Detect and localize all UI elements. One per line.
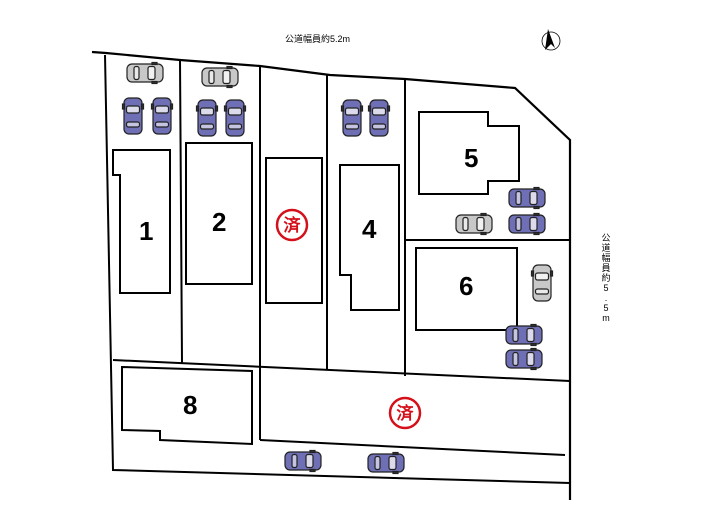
- north-arrow-icon: [541, 29, 561, 51]
- car-icon: [367, 451, 405, 475]
- car-icon: [367, 99, 391, 137]
- east-road-label-char: 約: [601, 272, 610, 283]
- east-road-label-char: 幅: [601, 252, 610, 263]
- east-road-label-char: 5: [603, 283, 608, 293]
- car-icon: [455, 212, 493, 236]
- lot-number-4: 4: [362, 214, 377, 244]
- lot-number-8: 8: [183, 390, 197, 420]
- car-icon: [121, 97, 145, 135]
- svg-text:済: 済: [284, 215, 302, 236]
- car-icon: [505, 347, 543, 371]
- car-icon: [223, 99, 247, 137]
- north-road-label: 公道幅員約5.2m: [285, 33, 350, 44]
- car-icon: [508, 212, 546, 236]
- car-icon: [340, 99, 364, 137]
- car-icon: [505, 323, 543, 347]
- lot-number-2: 2: [212, 207, 226, 237]
- car-icon: [201, 65, 239, 89]
- car-icon: [530, 264, 554, 302]
- car-icon: [284, 449, 322, 473]
- lot-number-1: 1: [139, 216, 153, 246]
- east-road-label-char: m: [602, 313, 610, 323]
- lot-number-6: 6: [459, 271, 473, 301]
- building-lot-2: [185, 142, 253, 285]
- car-icon: [508, 186, 546, 210]
- lot-number-5: 5: [464, 143, 478, 173]
- sold-stamp-lot-7: 済: [388, 396, 422, 430]
- east-road-label: 公道幅員約5.5m: [601, 233, 610, 323]
- car-icon: [150, 97, 174, 135]
- east-road-label-char: 公: [601, 233, 610, 243]
- east-road-label-char: 道: [601, 242, 610, 253]
- sold-stamp-lot-3: 済: [275, 208, 309, 242]
- lot-divisions: [104, 54, 571, 484]
- svg-text:済: 済: [397, 403, 415, 424]
- building-lot-4: [339, 164, 400, 311]
- building-lot-5: [418, 111, 520, 195]
- car-icon: [195, 99, 219, 137]
- building-footprints: [112, 111, 520, 446]
- east-road-label-char: 5: [603, 303, 608, 313]
- east-road-label-char: .: [605, 293, 608, 303]
- car-icon: [126, 61, 164, 85]
- building-lot-1: [112, 149, 171, 294]
- site-boundary: [91, 50, 572, 500]
- building-lot-8: [121, 365, 253, 446]
- east-road-label-char: 員: [601, 263, 610, 273]
